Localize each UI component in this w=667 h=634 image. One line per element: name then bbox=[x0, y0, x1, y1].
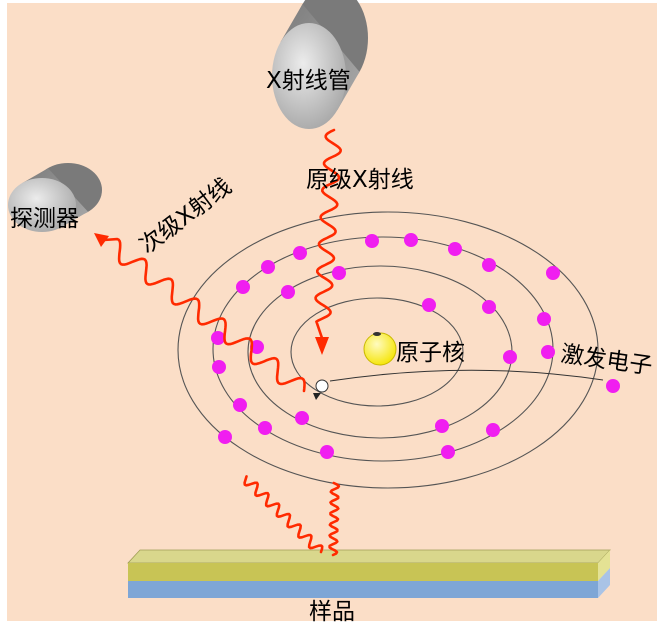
label-sample: 样品 bbox=[309, 599, 355, 625]
electron-dot bbox=[211, 331, 225, 345]
electron-dot bbox=[448, 242, 462, 256]
electron-dot bbox=[293, 246, 307, 260]
electron-vacancy bbox=[315, 379, 329, 393]
sample-side-lower bbox=[598, 568, 610, 598]
electron-dot bbox=[365, 234, 379, 248]
label-xray-tube: X射线管 bbox=[266, 68, 351, 94]
electron-dot bbox=[212, 360, 226, 374]
electron-dot bbox=[233, 398, 247, 412]
electron-dot bbox=[236, 280, 250, 294]
xray-tube-face bbox=[272, 23, 346, 129]
primary-xray-wave bbox=[314, 128, 342, 340]
excited-electron-path bbox=[329, 369, 604, 382]
electron-dot bbox=[503, 350, 517, 364]
electron-dot bbox=[332, 266, 346, 280]
electron-dot bbox=[482, 258, 496, 272]
electron-dot bbox=[261, 260, 275, 274]
label-nucleus: 原子核 bbox=[396, 340, 465, 366]
electron-dot bbox=[422, 298, 436, 312]
primary-xray-arrowhead-icon bbox=[315, 337, 329, 355]
orbit-inner bbox=[290, 297, 464, 407]
electron-dot bbox=[250, 340, 264, 354]
sample-slab bbox=[127, 549, 611, 598]
secondary-xray-arrowhead-icon bbox=[94, 233, 109, 247]
electron-dot bbox=[281, 285, 295, 299]
orbit-outer bbox=[177, 211, 599, 489]
sample-top-face bbox=[127, 549, 611, 564]
electron-dot bbox=[486, 423, 500, 437]
electron-dot bbox=[537, 312, 551, 326]
electron-dot bbox=[541, 345, 555, 359]
nucleus-mark bbox=[373, 332, 381, 336]
secondary-xray-wave bbox=[102, 237, 306, 393]
electron-dots bbox=[211, 233, 560, 459]
sample-emission-wave-diagonal bbox=[243, 475, 324, 554]
vacancy-arrow-icon bbox=[313, 393, 321, 400]
electron-dot bbox=[320, 445, 334, 459]
electron-dot bbox=[546, 266, 560, 280]
detector bbox=[8, 163, 102, 232]
electron-dot bbox=[295, 411, 309, 425]
detector-face bbox=[8, 178, 76, 232]
sample-emission-wave-vertical bbox=[328, 481, 341, 557]
electron-dot bbox=[435, 419, 449, 433]
xray-tube bbox=[272, 0, 368, 129]
electron-dot bbox=[441, 445, 455, 459]
label-detector: 探测器 bbox=[10, 206, 79, 232]
sample-lower-layer bbox=[128, 581, 598, 598]
electron-dot bbox=[482, 300, 496, 314]
label-primary-xray: 原级X射线 bbox=[306, 167, 414, 193]
sample-side-upper bbox=[598, 550, 610, 581]
electron-dot bbox=[218, 430, 232, 444]
sample-upper-layer bbox=[128, 563, 598, 581]
electron-dot bbox=[404, 233, 418, 247]
nucleus bbox=[363, 332, 397, 366]
electron-dot bbox=[258, 421, 272, 435]
excited-electron-dot bbox=[606, 379, 620, 393]
